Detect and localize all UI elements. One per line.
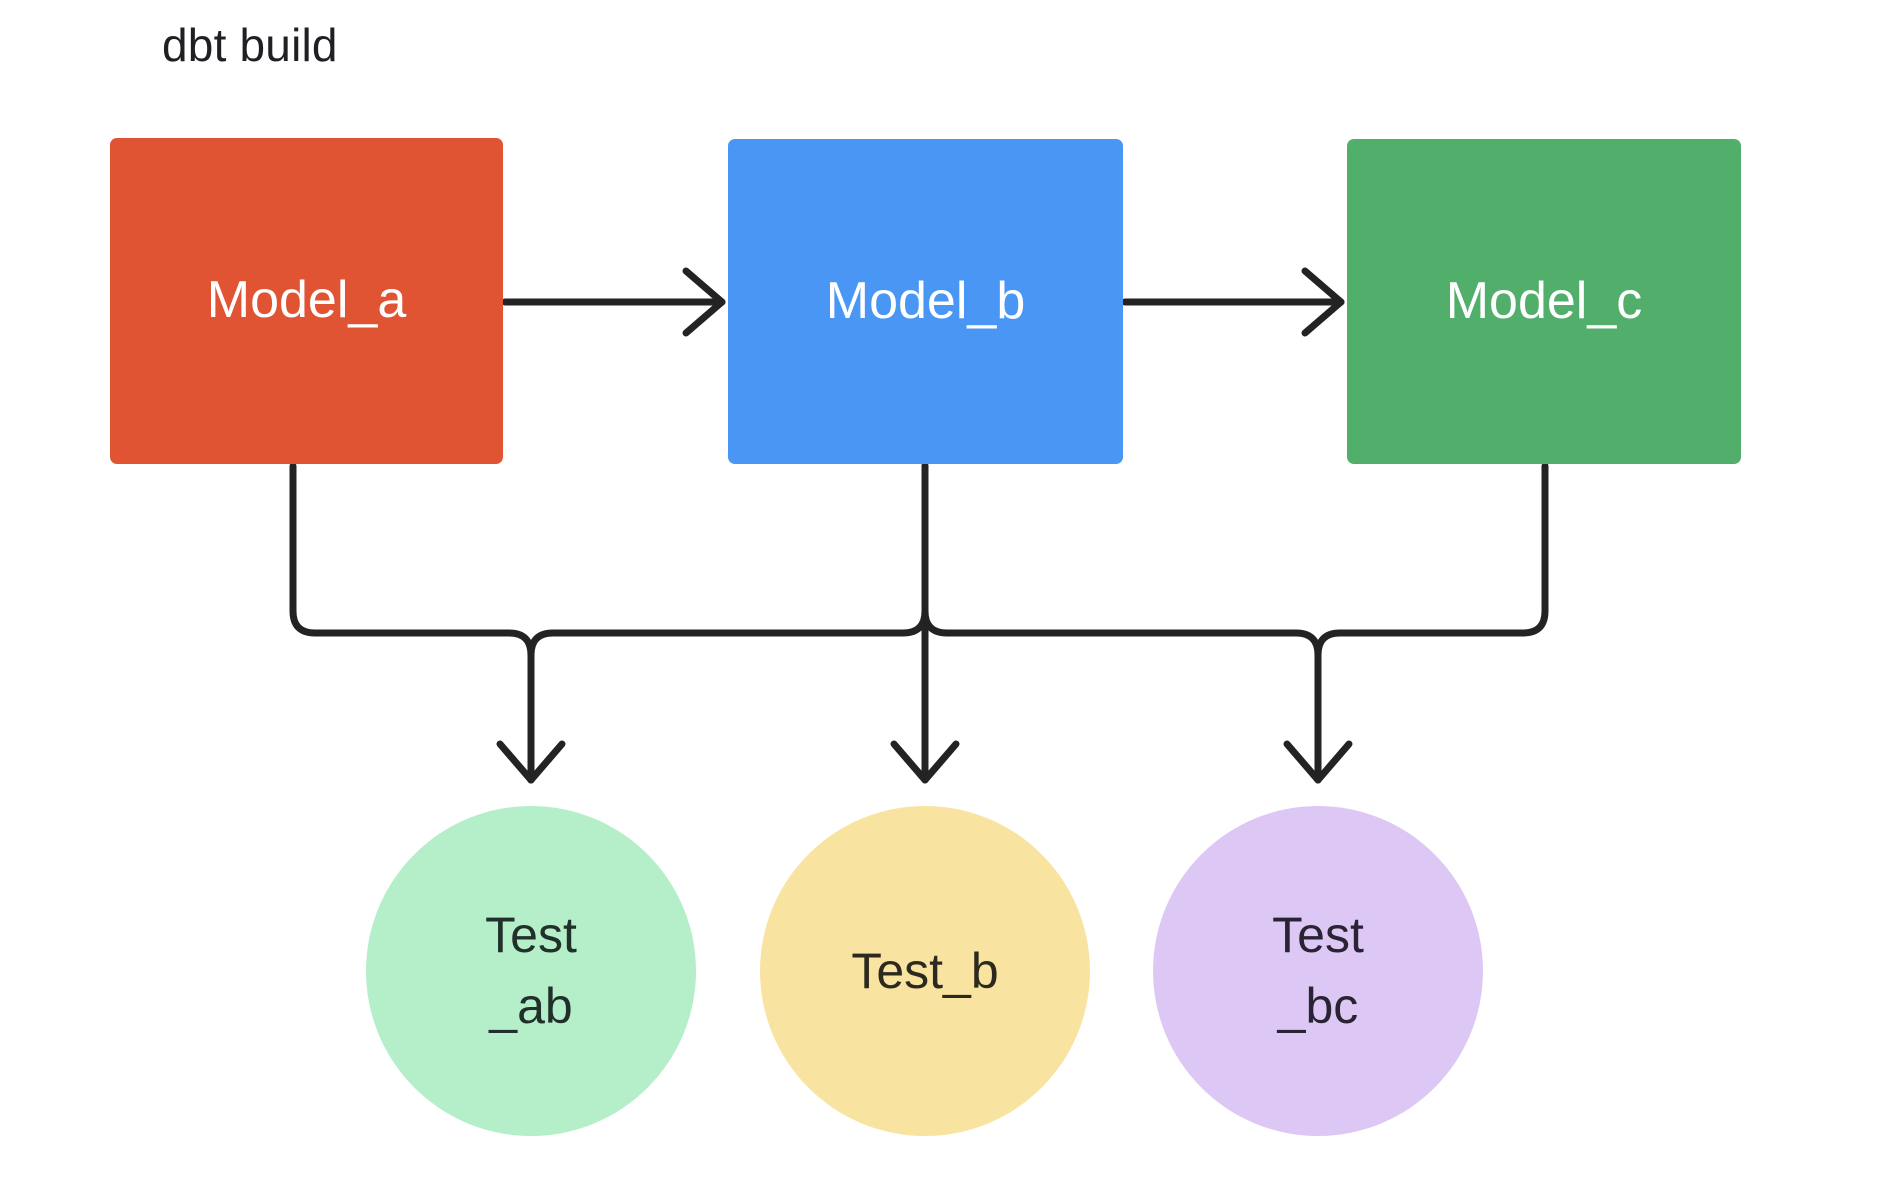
node-test-ab-label: Test _ab bbox=[485, 907, 577, 1034]
node-model-b-label: Model_b bbox=[825, 271, 1026, 330]
edge-model-a-to-test-ab bbox=[289, 462, 535, 784]
node-test-b[interactable]: Test_b bbox=[760, 806, 1090, 1136]
edge-model-b-to-test-ab bbox=[527, 462, 929, 784]
node-model-a-label: Model_a bbox=[206, 271, 407, 330]
node-model-a[interactable]: Model_a bbox=[110, 138, 503, 464]
node-model-c-label: Model_c bbox=[1445, 271, 1643, 330]
edge-model-a-to-model-b bbox=[501, 267, 726, 337]
edge-model-b-to-model-c bbox=[1121, 267, 1345, 337]
edge-model-b-to-test-bc bbox=[921, 462, 1322, 784]
arrowhead-icon bbox=[1301, 267, 1345, 337]
diagram-title: dbt build bbox=[162, 19, 338, 71]
node-model-b[interactable]: Model_b bbox=[728, 139, 1123, 464]
arrowhead-icon bbox=[1283, 740, 1353, 784]
edge-model-c-to-test-bc bbox=[1314, 462, 1549, 784]
node-model-c[interactable]: Model_c bbox=[1347, 139, 1741, 464]
node-test-ab[interactable]: Test _ab bbox=[366, 806, 696, 1136]
node-test-bc[interactable]: Test _bc bbox=[1153, 806, 1483, 1136]
arrowhead-icon bbox=[682, 267, 726, 337]
arrowhead-icon bbox=[890, 740, 960, 784]
node-test-b-label: Test_b bbox=[851, 942, 999, 999]
arrowhead-icon bbox=[496, 740, 566, 784]
node-test-bc-label: Test _bc bbox=[1272, 907, 1364, 1034]
